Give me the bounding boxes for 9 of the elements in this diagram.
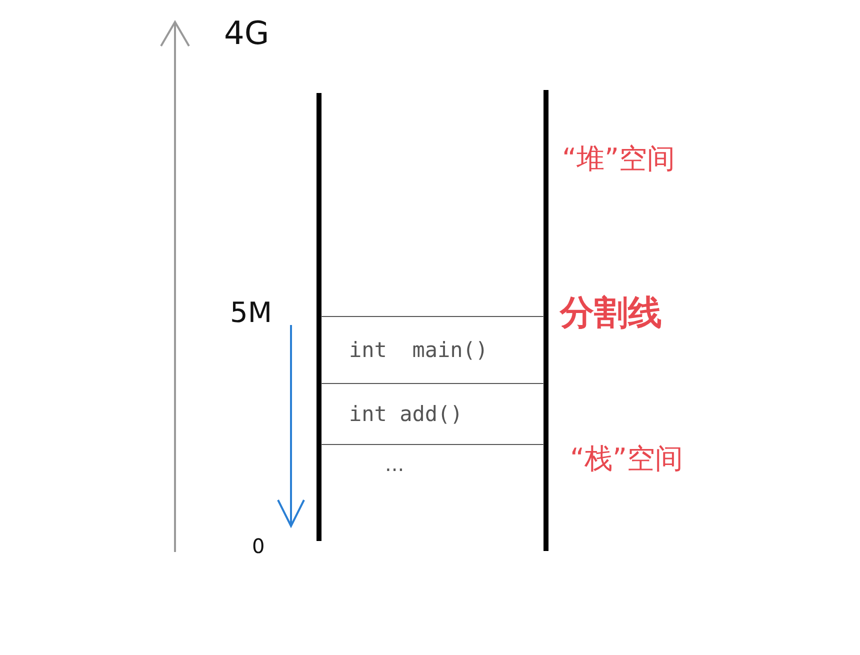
axis-label: 0 xyxy=(252,534,265,558)
stack-frame: int main() xyxy=(321,316,544,383)
region-label: “栈”空间 xyxy=(570,441,684,477)
divider-label: 分割线 xyxy=(560,292,662,335)
ellipsis-text: ... xyxy=(385,452,404,476)
region-label: “堆”空间 xyxy=(562,141,676,177)
axis-label: 5M xyxy=(230,296,272,329)
stack-frame: int add() xyxy=(321,383,544,445)
axis-label: 4G xyxy=(224,14,270,52)
